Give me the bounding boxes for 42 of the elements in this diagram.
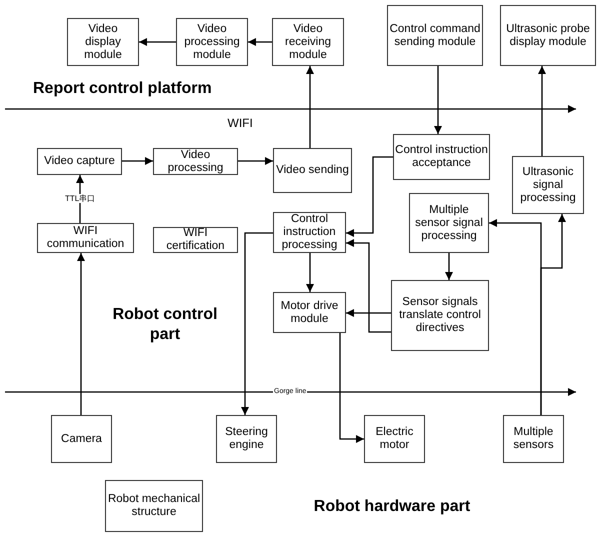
process-box: Control instruction processing — [273, 212, 346, 253]
process-box: Video processing — [153, 148, 238, 175]
section-heading: Robot control part — [112, 305, 218, 345]
process-box: Video capture — [37, 148, 122, 175]
divider-label: WIFI — [228, 116, 253, 130]
arrow — [238, 157, 273, 165]
arrow — [434, 66, 442, 134]
arrow — [346, 156, 393, 237]
process-box: Multiple sensors — [503, 415, 564, 463]
process-box: Ultrasonic probe display module — [500, 5, 596, 66]
process-box: Motor drive module — [273, 292, 346, 333]
arrow — [306, 66, 314, 148]
process-box: Video sending — [273, 148, 352, 193]
process-box: Video display module — [67, 18, 139, 66]
arrow — [241, 232, 273, 415]
process-box: Multiple sensor signal processing — [409, 193, 489, 253]
process-box: Ultrasonic signal processing — [512, 156, 584, 214]
arrow — [139, 38, 176, 46]
process-box: Video receiving module — [272, 18, 344, 66]
process-box: WIFI certification — [153, 227, 238, 253]
process-box: WIFI communication — [37, 223, 134, 253]
process-box: Sensor signals translate control directives — [391, 280, 489, 351]
process-box: Electric motor — [364, 415, 425, 463]
arrow — [306, 253, 314, 292]
process-box: Video processing module — [176, 18, 248, 66]
arrow — [445, 253, 453, 280]
arrow — [346, 239, 391, 333]
section-heading: Report control platform — [33, 80, 212, 98]
arrow — [339, 333, 364, 443]
edge-label: TTL串口 — [65, 194, 96, 202]
process-box: Control command sending module — [387, 5, 483, 66]
arrow — [77, 253, 85, 415]
process-box: Control instruction acceptance — [393, 134, 490, 180]
process-box: Robot mechanical structure — [105, 480, 203, 532]
arrow — [540, 214, 566, 415]
arrow — [538, 66, 546, 156]
arrow — [346, 309, 391, 317]
process-box: Camera — [51, 415, 112, 463]
arrow — [248, 38, 272, 46]
arrow — [122, 157, 153, 165]
process-box: Steering engine — [216, 415, 277, 463]
section-heading: Robot hardware part — [312, 497, 472, 517]
